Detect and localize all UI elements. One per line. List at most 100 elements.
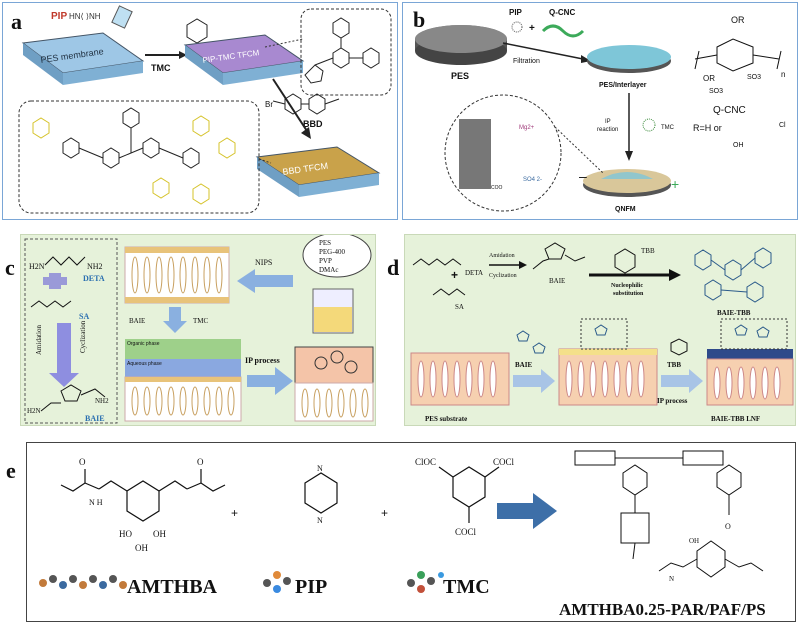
ip-process-arrow-c bbox=[247, 367, 293, 395]
amthba-ball-model-icon bbox=[39, 575, 127, 589]
baie-tbb-network-icon bbox=[694, 247, 772, 303]
pip-structure-icon bbox=[304, 472, 338, 514]
aqueous-phase-label: Aqueous phase bbox=[127, 361, 162, 367]
product-selective-layer bbox=[294, 346, 374, 384]
pores-ip bbox=[131, 386, 235, 416]
pes-label-c: PES bbox=[319, 239, 331, 247]
svg-text:+: + bbox=[451, 268, 458, 282]
qnfm-label: QNFM bbox=[615, 206, 636, 213]
deta-label-d: DETA bbox=[465, 269, 483, 277]
organic-phase-label: Organic phase bbox=[127, 341, 160, 347]
pes-interlayer-label: PES/Interlayer bbox=[599, 82, 647, 89]
zoom-box-lnf bbox=[720, 318, 788, 350]
sa-structure-icon bbox=[30, 300, 72, 308]
tmc-label: TMC bbox=[151, 63, 171, 73]
deta-structure-icon bbox=[44, 256, 86, 266]
ip-label: IP bbox=[605, 119, 611, 125]
product-nh: N bbox=[669, 575, 674, 583]
q-cnc-label-b: Q-CNC bbox=[549, 8, 575, 17]
baie-label-d: BAIE bbox=[549, 277, 565, 285]
panel-a-letter: a bbox=[11, 9, 22, 34]
tmc-cocl-left: ClOC bbox=[415, 457, 436, 467]
bbd-network-structure-icon bbox=[62, 107, 200, 169]
tmc-label-b: TMC bbox=[661, 125, 675, 131]
cellulose-structure-icon bbox=[694, 38, 782, 72]
panel-d-diagram: DETA + SA Amidation Cyclization BAIE TBB… bbox=[410, 242, 794, 423]
mg-ion-label: Mg2+ bbox=[519, 125, 535, 131]
product-oh: OH bbox=[689, 537, 699, 545]
deta-structure-icon-d bbox=[412, 258, 462, 266]
pes-substrate-label: PES substrate bbox=[425, 415, 467, 423]
plus-icon-horizontal bbox=[43, 277, 67, 285]
nips-label: NIPS bbox=[255, 258, 272, 267]
tmc-cocl-right: COCl bbox=[493, 457, 515, 467]
tbb-label-d2: TBB bbox=[667, 361, 681, 369]
ip-process-arrow-d bbox=[661, 369, 703, 393]
down-arrow-c bbox=[163, 307, 187, 333]
baie-tbb-label: BAIE-TBB bbox=[717, 309, 751, 317]
pip-label-b: PIP bbox=[509, 8, 523, 17]
zoom-box-baie bbox=[580, 318, 628, 350]
bbd-arrow bbox=[272, 78, 308, 132]
so3-label-2: SO3 bbox=[709, 88, 723, 95]
pip-structure: HN⟨ ⟩NH bbox=[69, 12, 101, 21]
tbb-icon-d2 bbox=[670, 338, 688, 356]
tmc-structure-icon bbox=[438, 466, 500, 523]
reaction-label: reaction bbox=[597, 127, 618, 133]
cl-label: Cl bbox=[779, 122, 786, 129]
pes-membrane-side-front bbox=[63, 61, 143, 85]
bbd-structure-br: Br bbox=[265, 100, 273, 109]
organic-phase-layer bbox=[125, 339, 241, 359]
h2n-label: H2N bbox=[29, 262, 45, 271]
amthba-nh-left: N H bbox=[89, 498, 103, 507]
filtration-label: Filtration bbox=[513, 58, 540, 65]
nh2-label-2: NH2 bbox=[95, 397, 109, 405]
nips-arrow bbox=[237, 269, 293, 293]
amidation-label: Amidation bbox=[35, 325, 43, 355]
pvp-label: PVP bbox=[319, 257, 332, 265]
svg-text:+: + bbox=[529, 23, 535, 34]
tmc-ball-model-icon bbox=[407, 571, 444, 593]
plus-sign: + bbox=[671, 176, 679, 192]
product-label: AMTHBA0.25-PAR/PAF/PS bbox=[559, 600, 766, 619]
lnf-selective-layer bbox=[707, 349, 793, 359]
pip-label: PIP bbox=[51, 11, 67, 22]
amthba-label: AMTHBA bbox=[127, 576, 218, 598]
tmc-cocl-bottom: COCl bbox=[455, 527, 477, 537]
panel-c-diagram: H2N NH2 DETA SA Amidation Cyclization H2… bbox=[24, 232, 374, 424]
baie-label-d2: BAIE bbox=[515, 361, 532, 369]
sa-label: SA bbox=[79, 312, 89, 321]
pes-label: PES bbox=[451, 71, 469, 81]
zoom-box-pip-tmc bbox=[300, 8, 392, 96]
baie-label: BAIE bbox=[85, 414, 105, 423]
aqueous-phase-layer bbox=[125, 359, 241, 377]
tbb-label-d: TBB bbox=[641, 247, 655, 255]
sa-label-d: SA bbox=[455, 303, 464, 311]
synthesis-arrow-body bbox=[57, 323, 71, 373]
r-definition: R=H or bbox=[693, 123, 722, 133]
baie-structure-icon bbox=[40, 384, 106, 412]
baie-arrow-d bbox=[513, 369, 555, 393]
cyclization-label: Cyclization bbox=[79, 320, 87, 353]
panel-b-diagram: PES PIP Q-CNC + Filtration PES/Interlaye… bbox=[415, 8, 786, 213]
plus-sign-2: + bbox=[381, 506, 388, 520]
plus-sign-1: + bbox=[231, 506, 238, 520]
amthba-structure-icon bbox=[60, 469, 226, 522]
filtration-arrow bbox=[502, 42, 584, 60]
product-structure-icon bbox=[574, 450, 764, 578]
baie-tbb-lnf-label: BAIE-TBB LNF bbox=[711, 415, 760, 423]
tbb-structure-icon bbox=[614, 248, 636, 274]
zoom-box-bbd bbox=[18, 100, 260, 214]
substitution-label: substitution bbox=[613, 291, 644, 297]
baie-structure-icon-d bbox=[532, 242, 586, 270]
dmac-label: DMAc bbox=[319, 266, 338, 274]
amthba-ho: HO bbox=[119, 529, 132, 539]
product-network-icon bbox=[314, 350, 358, 374]
panel-b-letter: b bbox=[413, 7, 426, 32]
synthesis-arrow-head bbox=[49, 373, 79, 387]
panel-a: a PIP HN⟨ ⟩NH PES membrane TMC PIP-TMC T… bbox=[2, 2, 398, 220]
baie-tmc-1: BAIE bbox=[129, 317, 145, 325]
coo-label: COO bbox=[491, 185, 503, 191]
baie-tmc-2: TMC bbox=[193, 317, 209, 325]
panel-a-diagram: PIP HN⟨ ⟩NH PES membrane TMC PIP-TMC TFC… bbox=[18, 5, 392, 214]
